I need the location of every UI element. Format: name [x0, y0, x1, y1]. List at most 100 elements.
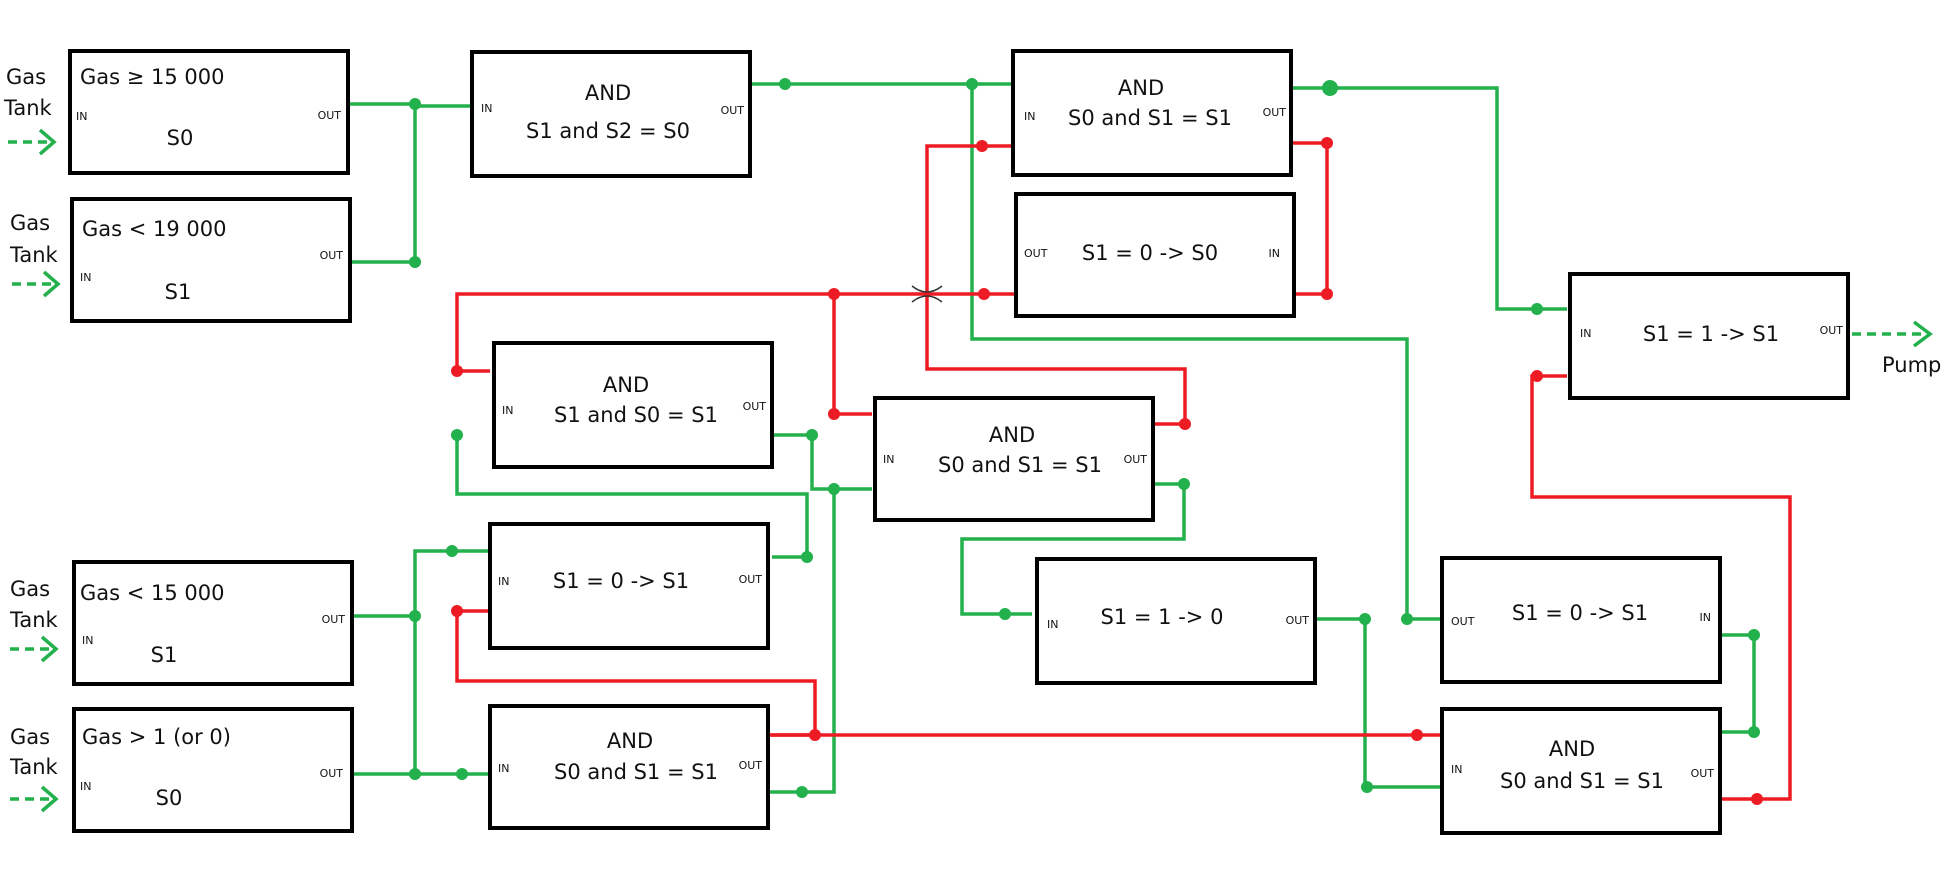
block-pump-control: S1 = 1 -> S1 IN OUT — [1568, 272, 1850, 400]
source-gas-tank-1: Gas Tank — [3, 65, 57, 156]
port-out-label: OUT — [1024, 247, 1048, 260]
junction-dot — [1748, 629, 1760, 641]
block-border — [492, 341, 774, 469]
block-gas-sensor-1: Gas ≥ 15 000 S0 IN OUT — [68, 49, 350, 175]
port-out-label: OUT — [739, 573, 763, 586]
block-expression: S1 = 1 -> S1 — [1643, 322, 1779, 346]
arrowhead-icon — [40, 635, 59, 663]
wire-a2-to-m1 — [1292, 141, 1329, 296]
block-gas-sensor-2: Gas < 19 000 S1 IN OUT — [70, 197, 352, 323]
block-expression: S0 and S1 = S1 — [1500, 769, 1664, 793]
block-title: AND — [1118, 76, 1164, 100]
junction-dot — [828, 408, 840, 420]
junction-dot — [456, 768, 468, 780]
block-and-3: AND S1 and S0 = S1 IN OUT — [492, 341, 774, 469]
block-state: S0 — [156, 786, 183, 810]
block-border — [70, 197, 352, 323]
junction-dot — [446, 545, 458, 557]
block-and-2: AND S0 and S1 = S1 IN OUT — [1011, 49, 1293, 177]
arrowhead-icon — [42, 270, 61, 298]
port-out-label: OUT — [320, 767, 344, 780]
block-and-5: AND S0 and S1 = S1 IN OUT — [488, 704, 770, 830]
junction-dot — [1751, 793, 1763, 805]
junction-dot — [806, 429, 818, 441]
junction-dot — [409, 98, 421, 110]
junction-dot — [828, 483, 840, 495]
wire-a5-to-a4 — [767, 489, 836, 794]
block-expression: S1 = 1 -> 0 — [1101, 605, 1224, 629]
junction-dot — [999, 608, 1011, 620]
source-gas-tank-3: Gas Tank — [9, 577, 59, 663]
block-border — [488, 704, 770, 830]
port-in-label: IN — [498, 762, 509, 775]
port-in-label: IN — [1047, 618, 1058, 631]
port-out-label: OUT — [1286, 614, 1310, 627]
junction-dot — [779, 78, 791, 90]
block-title: AND — [607, 729, 653, 753]
block-expression: S0 and S1 = S1 — [554, 760, 718, 784]
block-title: Gas ≥ 15 000 — [80, 65, 225, 89]
port-out-label: OUT — [721, 104, 745, 117]
junction-dot — [1411, 729, 1423, 741]
block-border — [1568, 272, 1850, 400]
junction-dot — [1531, 303, 1543, 315]
source-label-line2: Tank — [9, 243, 59, 267]
port-out-label: OUT — [1820, 324, 1844, 337]
block-gas-sensor-4: Gas > 1 (or 0) S0 IN OUT — [72, 707, 354, 833]
junction-dot — [1179, 418, 1191, 430]
junction-dot — [451, 429, 463, 441]
block-title: AND — [989, 423, 1035, 447]
block-expression: S0 and S1 = S1 — [938, 453, 1102, 477]
port-in-label: IN — [82, 634, 93, 647]
block-gas-sensor-3: Gas < 15 000 S1 IN OUT — [72, 560, 354, 686]
block-title: AND — [585, 81, 631, 105]
port-in-label: IN — [1700, 611, 1711, 624]
block-state: S0 — [167, 126, 194, 150]
junction-dot — [809, 729, 821, 741]
wire-m1-to-a4 — [832, 294, 872, 416]
junction-dot — [409, 610, 421, 622]
junction-dot — [409, 768, 421, 780]
wire-a6-to-m4 — [1722, 633, 1756, 734]
source-gas-tank-4: Gas Tank — [9, 725, 59, 813]
arrowhead-icon — [40, 785, 59, 813]
block-border — [1011, 49, 1293, 177]
source-label-line1: Gas — [10, 211, 50, 235]
block-state: S1 — [165, 280, 192, 304]
port-in-label: IN — [883, 453, 894, 466]
block-expression: S1 and S0 = S1 — [554, 403, 718, 427]
source-label-line1: Gas — [6, 65, 46, 89]
block-border — [488, 522, 770, 650]
port-out-label: OUT — [1691, 767, 1715, 780]
block-border — [470, 50, 752, 178]
wire-m1-to-a3 — [455, 292, 1015, 373]
port-out-label: OUT — [1263, 106, 1287, 119]
junction-dot — [1401, 613, 1413, 625]
port-out-label: OUT — [320, 249, 344, 262]
block-and-1: AND S1 and S2 = S0 IN OUT — [470, 50, 752, 178]
port-out-label: OUT — [322, 613, 346, 626]
port-in-label: IN — [481, 102, 492, 115]
wire-m3-to-a6 — [1312, 617, 1442, 789]
junction-dot — [976, 140, 988, 152]
junction-dot — [801, 551, 813, 563]
block-border — [873, 396, 1155, 522]
wire-a3-to-a4 — [772, 433, 872, 491]
junction-dot — [1531, 370, 1543, 382]
port-in-label: IN — [502, 404, 513, 417]
junction-dot — [1178, 478, 1190, 490]
junction-dot — [1359, 613, 1371, 625]
block-border — [68, 49, 350, 175]
source-label-line2: Tank — [9, 608, 59, 632]
wire-a2-to-p1 — [1292, 86, 1567, 311]
block-title: Gas > 1 (or 0) — [82, 725, 231, 749]
output-pump: Pump — [1852, 320, 1941, 377]
block-and-4: AND S0 and S1 = S1 IN OUT — [873, 396, 1155, 522]
port-in-label: IN — [80, 271, 91, 284]
source-gas-tank-2: Gas Tank — [9, 211, 61, 298]
block-border — [1440, 556, 1722, 684]
port-out-label: OUT — [1124, 453, 1148, 466]
block-border — [72, 560, 354, 686]
block-title: AND — [1549, 737, 1595, 761]
